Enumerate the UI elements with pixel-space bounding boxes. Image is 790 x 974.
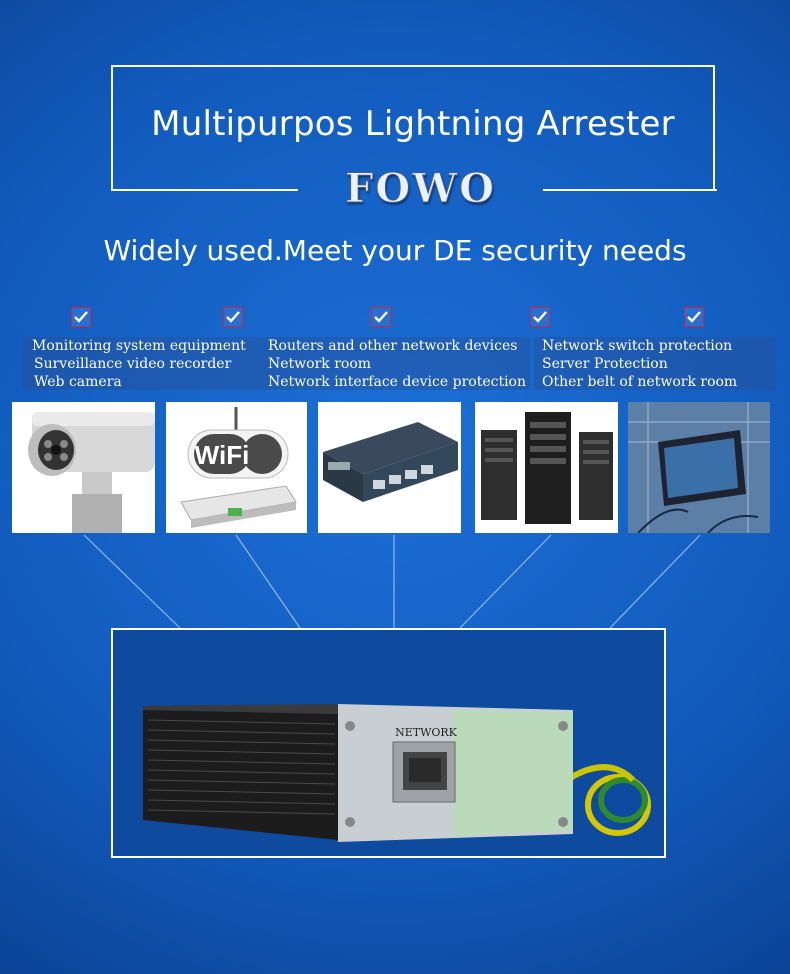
feature-list-3: Network switch protection Server Protect… (534, 337, 776, 390)
photo-network-room (628, 402, 770, 533)
brand-logo: FOWO (344, 165, 496, 213)
feature-item: Network room (268, 356, 372, 372)
title-frame-bottom-left (111, 189, 298, 191)
feature-item: Network switch protection (542, 338, 733, 354)
page-title: Multipurpos Lightning Arrester (151, 104, 675, 144)
feature-item: Server Protection (542, 356, 668, 372)
lightning-arrester-device: NETWORK (111, 628, 666, 858)
feature-item: Other belt of network room (542, 374, 738, 390)
check-icon (223, 307, 243, 327)
photo-wifi-router: WiFi (166, 402, 307, 533)
check-icon (371, 307, 391, 327)
feature-list-2: Routers and other network devices Networ… (262, 337, 530, 390)
check-icon (684, 307, 704, 327)
title-frame-bottom-right (543, 189, 717, 191)
feature-item: Network interface device protection (268, 374, 526, 390)
port-label: NETWORK (395, 726, 458, 739)
feature-list-1: Monitoring system equipment Surveillance… (22, 337, 262, 390)
photo-security-camera (12, 402, 155, 533)
feature-item: Routers and other network devices (268, 338, 518, 354)
feature-item: Monitoring system equipment (32, 338, 246, 354)
feature-item: Surveillance video recorder (34, 356, 232, 372)
feature-item: Web camera (34, 374, 122, 390)
photo-network-switch (318, 402, 461, 533)
check-icon (530, 307, 550, 327)
check-icon (71, 307, 91, 327)
title-frame (111, 65, 715, 191)
wifi-label: WiFi (195, 440, 250, 470)
photo-server-rack (475, 402, 618, 533)
subtitle: Widely used.Meet your DE security needs (103, 234, 687, 267)
